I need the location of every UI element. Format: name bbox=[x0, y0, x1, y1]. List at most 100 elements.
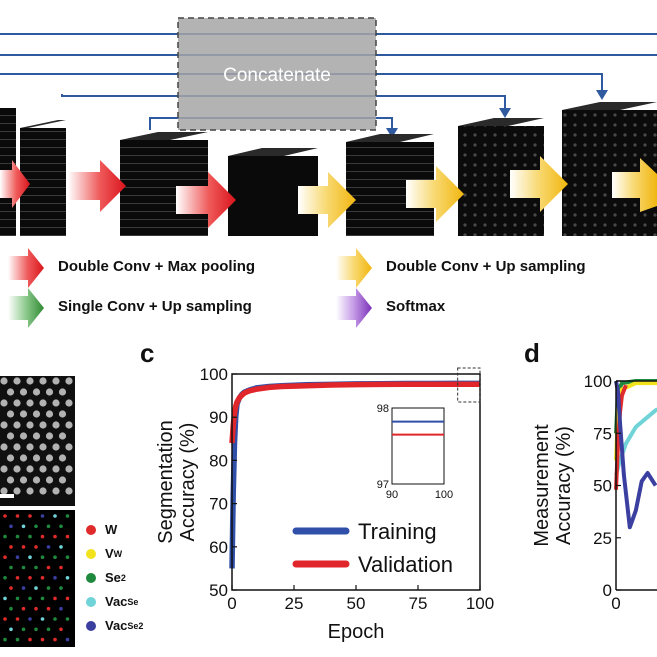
stem-atom bbox=[65, 399, 73, 407]
inset-y-tick-label: 97 bbox=[377, 479, 389, 491]
stem-atom bbox=[13, 487, 21, 495]
segmentation-atom bbox=[40, 617, 45, 621]
stem-atom bbox=[26, 443, 34, 451]
stem-atom bbox=[65, 487, 73, 495]
stem-atom bbox=[32, 476, 41, 484]
zoom-region-box bbox=[457, 367, 481, 403]
segmentation-atom bbox=[21, 606, 26, 611]
y-tick-label: 70 bbox=[209, 495, 228, 514]
x-tick-label: 0 bbox=[611, 594, 620, 613]
legend-text-softmax: Softmax bbox=[386, 298, 446, 315]
segmentation-atom bbox=[65, 617, 70, 621]
species-dot-vac-se2 bbox=[86, 621, 96, 631]
stem-atom bbox=[32, 410, 41, 418]
stem-atom bbox=[58, 432, 67, 440]
stem-atom bbox=[65, 377, 73, 385]
stem-atom bbox=[65, 443, 73, 451]
stem-atom bbox=[6, 454, 15, 462]
stem-atom bbox=[26, 399, 34, 407]
inset-y-tick-label: 98 bbox=[377, 403, 389, 415]
stem-atom bbox=[52, 465, 60, 473]
segmentation-atom bbox=[15, 555, 20, 559]
stem-atom bbox=[13, 421, 21, 429]
segmentation-atom bbox=[3, 576, 7, 580]
stem-atom bbox=[6, 388, 15, 396]
segmentation-atom bbox=[53, 617, 57, 621]
stem-atom bbox=[19, 454, 28, 462]
stem-atom bbox=[39, 465, 47, 473]
stem-atom bbox=[45, 410, 54, 418]
segmentation-atom bbox=[40, 514, 45, 518]
segmentation-atom bbox=[46, 565, 51, 570]
segmentation-atom bbox=[40, 555, 45, 559]
segmentation-atom bbox=[15, 514, 20, 518]
segmentation-atom bbox=[46, 586, 51, 590]
yellow-arrow-2 bbox=[406, 166, 464, 222]
segmentation-atom bbox=[15, 534, 20, 539]
stem-atom bbox=[0, 487, 8, 495]
segmentation-atom bbox=[3, 555, 7, 559]
stem-atom bbox=[58, 388, 67, 396]
species-dot-se2 bbox=[86, 573, 96, 583]
segmentation-atom bbox=[28, 576, 32, 580]
segmentation-atom bbox=[34, 524, 38, 529]
segmentation-atom bbox=[59, 524, 63, 529]
stem-atom bbox=[0, 421, 8, 429]
skip-arrowheads bbox=[386, 90, 608, 138]
stem-atom bbox=[45, 476, 54, 484]
segmentation-atom bbox=[65, 576, 70, 580]
scale-bar bbox=[0, 494, 14, 498]
segmentation-atom bbox=[28, 514, 32, 518]
segmentation-atom bbox=[40, 637, 45, 642]
segmentation-atom bbox=[34, 565, 38, 570]
segmentation-atom bbox=[53, 555, 57, 559]
segmentation-atom bbox=[21, 565, 26, 570]
legend-red-arrow-icon bbox=[8, 248, 44, 288]
segmentation-atom bbox=[9, 606, 13, 611]
segmentation-atom bbox=[53, 637, 57, 642]
stem-atom bbox=[6, 432, 15, 440]
stem-atom bbox=[58, 476, 67, 484]
segmentation-atom bbox=[65, 555, 70, 559]
red-arrow-3 bbox=[176, 172, 236, 228]
segmentation-atom bbox=[34, 545, 38, 549]
stem-atom bbox=[32, 388, 41, 396]
legend-label-validation: Validation bbox=[358, 552, 453, 577]
legend-text-up-sampling: Double Conv + Up sampling bbox=[386, 258, 586, 275]
stem-atom bbox=[52, 377, 60, 385]
segmentation-atom bbox=[65, 514, 70, 518]
feature-block-3 bbox=[120, 132, 208, 236]
segmentation-atom bbox=[15, 596, 20, 601]
stem-atom bbox=[26, 377, 34, 385]
y-tick-label: 25 bbox=[593, 529, 612, 548]
segmentation-atom bbox=[21, 524, 26, 529]
segmentation-atom bbox=[65, 534, 70, 539]
yellow-arrow-4 bbox=[612, 158, 657, 212]
series-line-validation bbox=[229, 381, 480, 444]
stem-atom bbox=[52, 399, 60, 407]
x-axis-label: Epoch bbox=[328, 621, 385, 643]
stem-atom bbox=[26, 465, 34, 473]
x-tick-label: 75 bbox=[409, 594, 428, 613]
stem-atom bbox=[52, 443, 60, 451]
stem-atom bbox=[19, 410, 28, 418]
stem-atom bbox=[19, 388, 28, 396]
legend-text-single-conv: Single Conv + Up sampling bbox=[58, 298, 252, 315]
legend-green-arrow-icon bbox=[8, 288, 44, 328]
segmentation-atom bbox=[53, 576, 57, 580]
species-dot-vw bbox=[86, 549, 96, 559]
segmentation-atom bbox=[46, 627, 51, 632]
x-tick-label: 50 bbox=[347, 594, 366, 613]
stem-atom bbox=[45, 388, 54, 396]
legend-label-training: Training bbox=[358, 519, 437, 544]
y-tick-label: 50 bbox=[209, 581, 228, 600]
stem-atom bbox=[0, 399, 8, 407]
stem-atom bbox=[0, 443, 8, 451]
